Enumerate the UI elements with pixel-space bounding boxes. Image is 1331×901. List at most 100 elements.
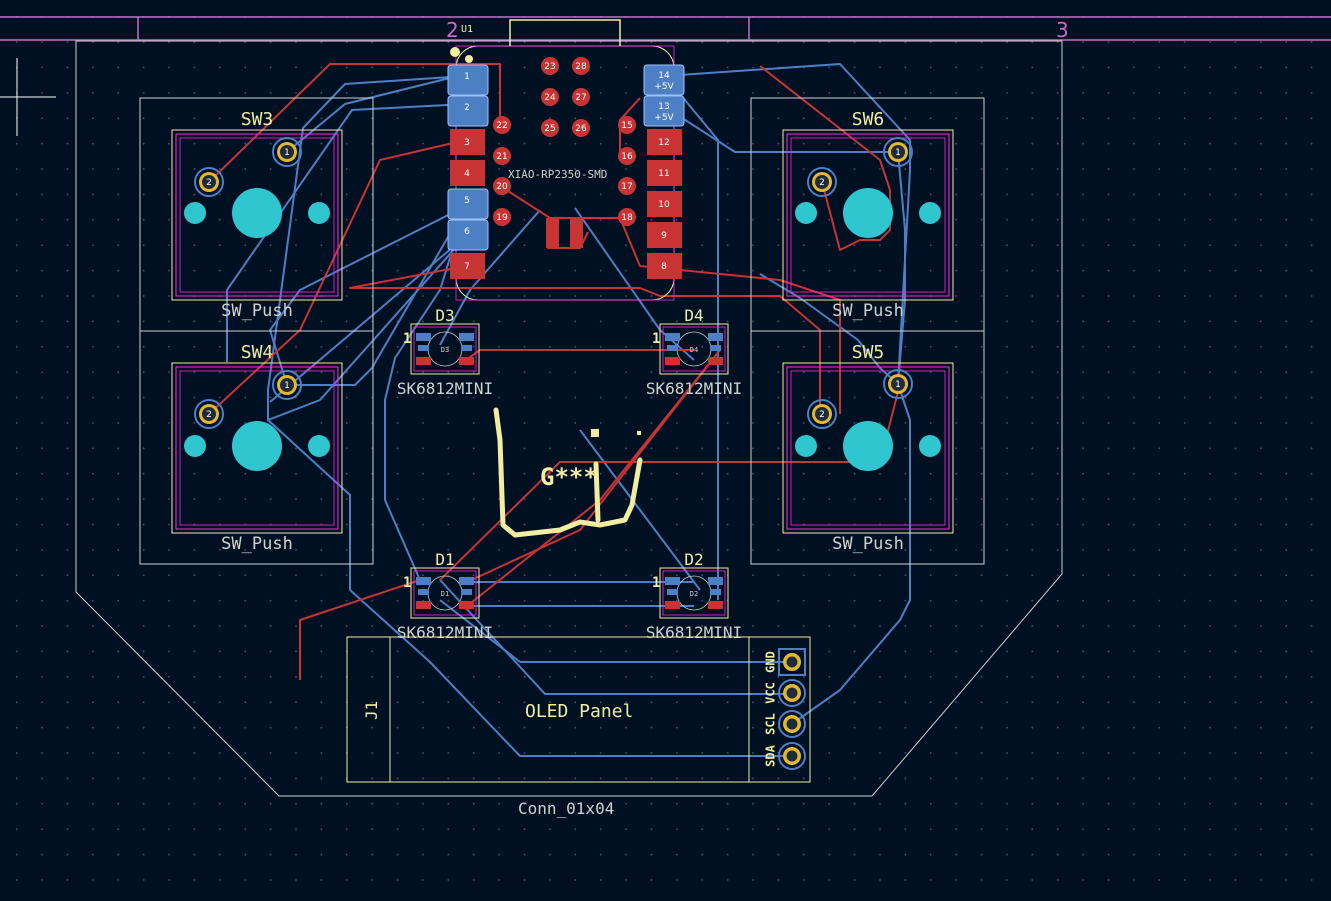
switch-pin-number: 2 [206, 410, 212, 420]
pad-shape [618, 208, 636, 226]
mount-hole [795, 202, 817, 224]
led-ref: D2 [684, 550, 703, 569]
pad-shape [450, 67, 485, 93]
pad-number: 13 [658, 102, 669, 112]
led-pad [665, 357, 680, 365]
oled-panel-label: OLED Panel [525, 701, 633, 722]
switch-pin-number: 2 [819, 178, 825, 188]
mount-hole [308, 435, 330, 457]
switch-pin-number: 1 [284, 148, 290, 158]
led-pad [459, 333, 474, 341]
connector-pin-label: SCL [764, 713, 778, 735]
pin1-marker [465, 55, 473, 63]
smd-pad [546, 218, 559, 248]
switch-ref: SW4 [241, 342, 274, 363]
mcu-pad-6: 6 [447, 219, 489, 251]
switches: 12SW3SW_Push12SW6SW_Push12SW4SW_Push12SW… [139, 97, 985, 565]
led-outline [410, 323, 480, 375]
led-pad [416, 333, 431, 341]
led-outline [410, 567, 480, 619]
switch-value: SW_Push [832, 301, 904, 321]
connector-value: Conn_01x04 [518, 799, 614, 818]
pad-number: 15 [621, 121, 632, 131]
switch-value: SW_Push [221, 534, 293, 554]
pad-shape [572, 57, 590, 75]
pad-net: +5V [654, 113, 674, 123]
pin1-marker [450, 47, 460, 57]
mcu-pad-27: 27 [572, 88, 590, 106]
pad-number: 6 [464, 227, 470, 237]
led-pad [459, 577, 474, 585]
switch-body-outline [782, 129, 954, 301]
pad-number: 24 [544, 93, 556, 103]
mcu-pad-5: 5 [447, 188, 489, 220]
mount-hole [919, 202, 941, 224]
led-value: SK6812MINI [646, 379, 742, 398]
pad-number: 21 [496, 152, 507, 162]
switch-body-outline [171, 362, 343, 534]
mcu-pad-1: 1 [447, 64, 489, 96]
switch-pin: 2 [807, 399, 837, 429]
logo-dot [637, 431, 641, 435]
led-fab-ref: D4 [690, 346, 698, 354]
pad-shape [541, 88, 559, 106]
pad-shape [450, 160, 485, 186]
pad-shape [647, 67, 682, 93]
pad-number: 18 [621, 213, 633, 223]
mcu-pad-8: 8 [647, 253, 682, 279]
cursor-crosshair [0, 58, 56, 136]
switch-courtyard [786, 366, 950, 530]
led-ref: D1 [435, 550, 454, 569]
pad-number: 27 [575, 93, 586, 103]
mcu-pad-14: 14+5V [643, 64, 685, 96]
led-pad [708, 357, 723, 365]
connector-pin-label: VCC [764, 682, 778, 704]
pad-shape [541, 119, 559, 137]
mcu-pad-26: 26 [572, 119, 590, 137]
pad-shape [450, 253, 485, 279]
mcu-pad-7: 7 [450, 253, 485, 279]
mcu-pad-25: 25 [541, 119, 559, 137]
led-outline [659, 323, 729, 375]
silkscreen-logo[interactable]: G*** [493, 407, 643, 538]
pad-shape [647, 98, 682, 124]
smd-pad [570, 218, 583, 248]
switch-pin-number: 1 [895, 148, 901, 158]
switch-pin-number: 2 [206, 178, 212, 188]
led-ref: D4 [684, 306, 703, 325]
pad-number: 20 [496, 182, 508, 192]
pad-number: 14 [658, 71, 670, 81]
led-pad [708, 333, 723, 341]
led-pad [665, 333, 680, 341]
pad-number: 12 [658, 138, 669, 148]
mount-hole [919, 435, 941, 457]
pad-net: +5V [654, 82, 674, 92]
switch-pin: 1 [883, 137, 913, 167]
logo-stroke [593, 461, 601, 523]
switch-pin: 1 [883, 369, 913, 399]
led-ref: D3 [435, 306, 454, 325]
connector-pin-label: SDA [764, 744, 778, 766]
mount-hole [184, 435, 206, 457]
led-fab-ref: D3 [441, 346, 449, 354]
led-fab-ref: D2 [690, 590, 698, 598]
mcu-pad-3: 3 [450, 129, 485, 155]
pad-shape [647, 253, 682, 279]
pad-number: 17 [621, 182, 632, 192]
pad-shape [450, 98, 485, 124]
mcu-pad-4: 4 [450, 160, 485, 186]
